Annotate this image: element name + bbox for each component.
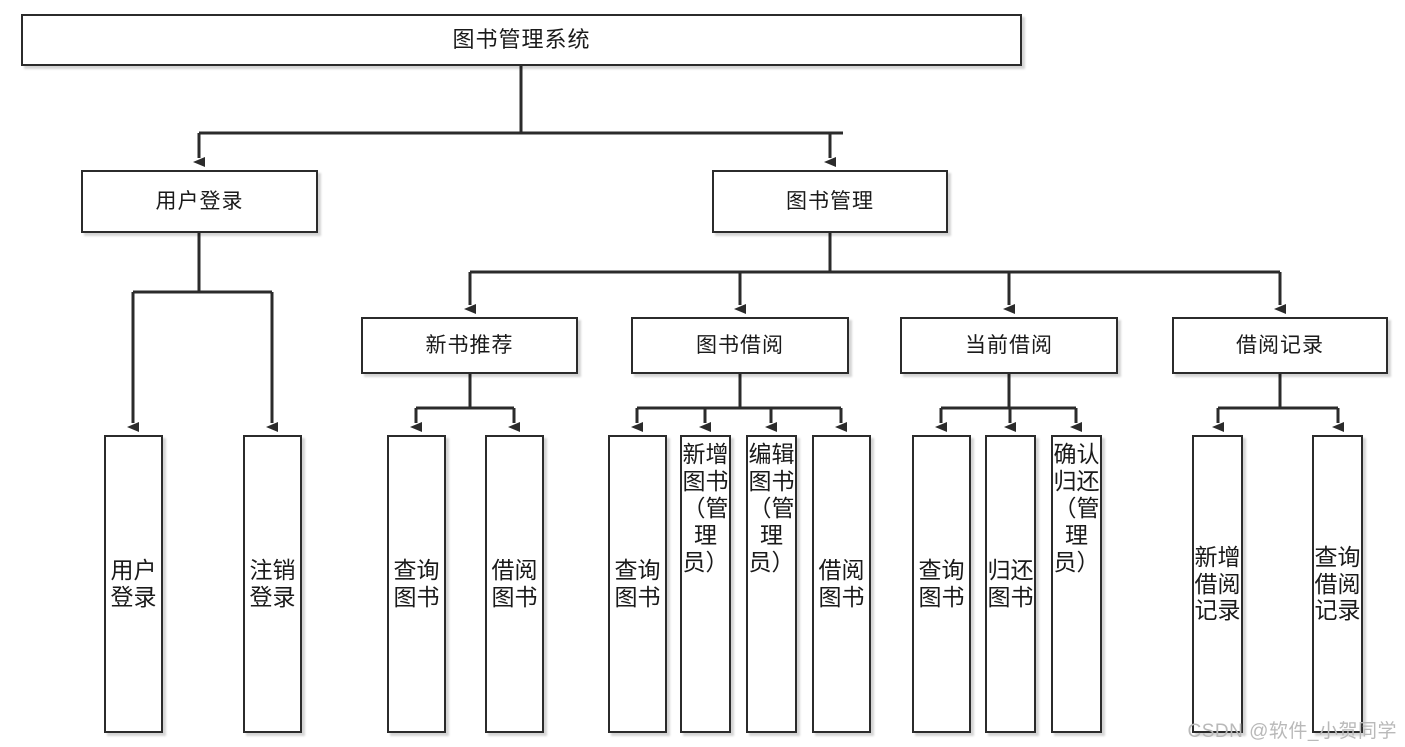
leaf-label: 新增图书（管理员） bbox=[682, 441, 729, 575]
node-leaf-query-book-borrow[interactable]: 查询图书 bbox=[608, 435, 667, 733]
leaf-label: 查询图书 bbox=[918, 557, 965, 610]
leaf-label: 注销登录 bbox=[249, 557, 296, 610]
node-root[interactable]: 图书管理系统 bbox=[21, 14, 1022, 66]
node-leaf-query-book-recommend[interactable]: 查询图书 bbox=[387, 435, 446, 733]
node-new-book-recommend[interactable]: 新书推荐 bbox=[361, 317, 578, 374]
node-leaf-return-book[interactable]: 归还图书 bbox=[985, 435, 1036, 733]
leaf-label: 编辑图书（管理员） bbox=[748, 441, 795, 575]
node-book-borrow[interactable]: 图书借阅 bbox=[631, 317, 849, 374]
node-current-borrow[interactable]: 当前借阅 bbox=[900, 317, 1118, 374]
node-leaf-borrow-book-recommend[interactable]: 借阅图书 bbox=[485, 435, 544, 733]
node-leaf-edit-book[interactable]: 编辑图书（管理员） bbox=[746, 435, 797, 733]
leaf-label: 新增借阅记录 bbox=[1194, 543, 1241, 624]
leaf-label: 确认归还（管理员） bbox=[1053, 441, 1100, 575]
leaf-label: 查询图书 bbox=[614, 557, 661, 610]
node-user-login[interactable]: 用户登录 bbox=[81, 170, 318, 233]
leaf-label: 借阅图书 bbox=[818, 557, 865, 610]
node-leaf-query-borrow-record[interactable]: 查询借阅记录 bbox=[1312, 435, 1363, 733]
node-leaf-add-book[interactable]: 新增图书（管理员） bbox=[680, 435, 731, 733]
leaf-label: 归还图书 bbox=[987, 557, 1034, 610]
node-leaf-confirm-return[interactable]: 确认归还（管理员） bbox=[1051, 435, 1102, 733]
node-leaf-user-logout[interactable]: 注销登录 bbox=[243, 435, 302, 733]
leaf-label: 用户登录 bbox=[110, 557, 157, 610]
node-borrow-record[interactable]: 借阅记录 bbox=[1172, 317, 1388, 374]
leaf-label: 查询图书 bbox=[393, 557, 440, 610]
watermark-text: CSDN @软件_小贺同学 bbox=[1187, 721, 1397, 742]
leaf-label: 借阅图书 bbox=[491, 557, 538, 610]
node-leaf-query-book-current[interactable]: 查询图书 bbox=[912, 435, 971, 733]
node-book-manage[interactable]: 图书管理 bbox=[712, 170, 948, 233]
leaf-label: 查询借阅记录 bbox=[1314, 543, 1361, 624]
node-leaf-user-login[interactable]: 用户登录 bbox=[104, 435, 163, 733]
node-leaf-borrow-book[interactable]: 借阅图书 bbox=[812, 435, 871, 733]
node-leaf-add-borrow-record[interactable]: 新增借阅记录 bbox=[1192, 435, 1243, 733]
